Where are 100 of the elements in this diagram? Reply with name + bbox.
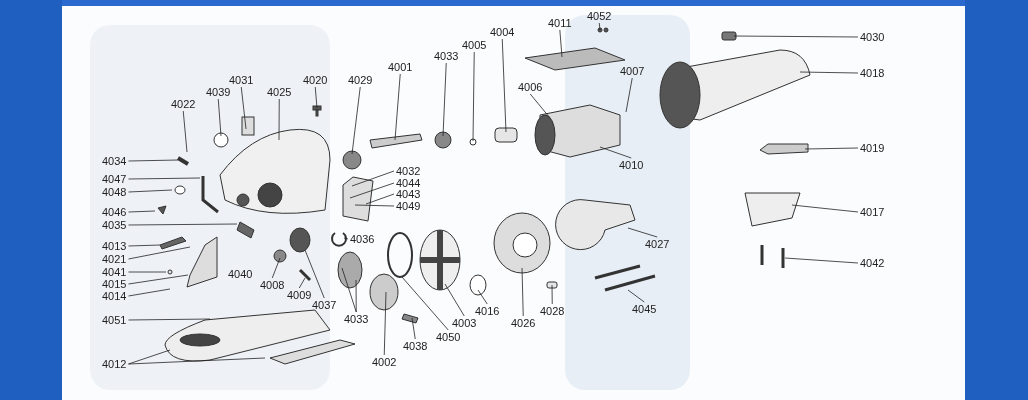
callout-number: 4041	[102, 266, 127, 278]
callout-number: 4034	[102, 155, 127, 167]
callout-number: 4047	[102, 173, 127, 185]
callout-number: 4038	[403, 340, 428, 352]
leader-line	[128, 244, 161, 247]
leader-line	[627, 289, 645, 303]
callout-number: 4043	[396, 188, 421, 200]
leader-line	[394, 73, 401, 141]
callout-number: 4049	[396, 200, 421, 212]
leader-line	[128, 349, 171, 365]
leader-line	[599, 146, 632, 159]
leader-line	[343, 237, 349, 240]
callout-number: 4014	[102, 290, 127, 302]
leader-line	[128, 288, 171, 297]
callout-number: 4044	[396, 177, 421, 189]
callout-number: 4009	[287, 289, 312, 301]
callout-number: 4012	[102, 358, 127, 370]
leader-line	[182, 110, 188, 153]
callout-number: 4046	[102, 206, 127, 218]
leader-line	[351, 86, 361, 155]
callout-number: 4028	[540, 305, 565, 317]
callout-number: 4007	[620, 65, 645, 77]
callout-number: 4016	[475, 305, 500, 317]
callout-number: 4017	[860, 206, 885, 218]
callout-number: 4003	[452, 317, 477, 329]
leader-line	[128, 318, 211, 321]
leader-line	[298, 277, 306, 289]
leader-line	[304, 249, 325, 299]
leader-line	[401, 276, 449, 331]
callout-number: 4008	[260, 279, 285, 291]
callout-number: 4026	[511, 317, 536, 329]
leader-line	[442, 62, 447, 137]
leader-line	[627, 227, 658, 238]
callout-number: 4033	[434, 50, 459, 62]
callout-number: 4032	[396, 165, 421, 177]
callout-number: 4018	[860, 67, 885, 79]
leader-line	[733, 35, 859, 38]
callout-number: 4033	[344, 313, 369, 325]
callout-number: 4022	[171, 98, 196, 110]
callout-number: 4010	[619, 159, 644, 171]
callout-number: 4045	[632, 303, 657, 315]
leader-line	[128, 189, 173, 193]
callout-number: 4051	[102, 314, 127, 326]
callout-number: 4031	[229, 74, 254, 86]
callout-number: 4015	[102, 278, 127, 290]
leader-line	[355, 279, 357, 313]
callout-number: 4029	[348, 74, 373, 86]
callout-number: 4035	[102, 219, 127, 231]
callout-number: 4030	[860, 31, 885, 43]
leader-line	[804, 147, 859, 150]
leader-line	[365, 193, 395, 205]
leader-line	[314, 86, 318, 109]
leader-line	[128, 246, 191, 260]
leader-line	[529, 93, 551, 119]
callout-number: 4019	[860, 142, 885, 154]
leader-line	[271, 257, 281, 279]
leader-line	[472, 51, 475, 142]
callout-number: 4005	[462, 39, 487, 51]
callout-number: 4025	[267, 86, 292, 98]
leader-line	[501, 38, 507, 133]
leader-line	[625, 77, 633, 113]
callout-number: 4039	[206, 86, 231, 98]
callout-number: 4036	[350, 233, 375, 245]
leader-line	[278, 98, 280, 141]
leader-line	[559, 29, 563, 58]
leader-line	[128, 159, 179, 162]
callout-number: 4042	[860, 257, 885, 269]
leader-line	[128, 271, 167, 273]
callout-number: 4048	[102, 186, 127, 198]
leader-line	[128, 357, 266, 365]
leader-line	[799, 71, 859, 74]
leader-line	[217, 98, 222, 137]
leader-line	[341, 267, 357, 313]
callout-number: 4011	[548, 17, 572, 29]
leader-line	[598, 22, 601, 31]
leader-line	[784, 257, 859, 264]
callout-number: 4004	[490, 26, 515, 38]
leader-line	[128, 210, 156, 213]
callout-number: 4052	[587, 10, 612, 22]
callout-number: 4040	[228, 268, 253, 280]
callout-number: 4013	[102, 240, 127, 252]
callout-number: 4006	[518, 81, 543, 93]
callout-number: 4027	[645, 238, 670, 250]
leader-line	[521, 267, 524, 317]
callout-number: 4002	[372, 356, 397, 368]
leader-line	[351, 170, 395, 187]
leader-line	[383, 291, 387, 356]
callout-number: 4001	[388, 61, 413, 73]
callout-number: 4050	[436, 331, 461, 343]
leader-line	[128, 223, 238, 226]
leader-line	[791, 204, 859, 213]
leader-line	[477, 289, 488, 305]
leader-line	[444, 283, 465, 317]
leader-line	[551, 284, 553, 305]
leader-line	[411, 317, 416, 340]
leader-line	[240, 86, 247, 130]
leader-line	[349, 182, 395, 199]
callout-number: 4037	[312, 299, 337, 311]
callout-number: 4021	[102, 253, 127, 265]
leader-line	[354, 204, 395, 207]
